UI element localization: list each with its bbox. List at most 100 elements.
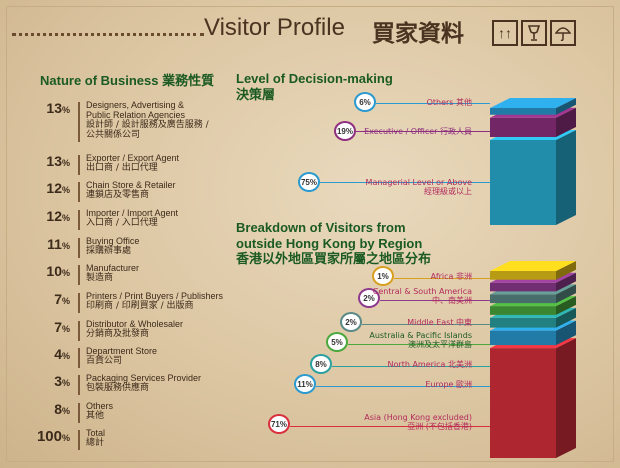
nature-pct-sign: % <box>61 324 70 334</box>
nature-label-line: Department Store <box>86 346 158 356</box>
decision-segment-1-side <box>556 107 576 138</box>
nature-pct-sign: % <box>61 433 70 443</box>
nature-pct-value: 13 <box>46 153 62 169</box>
nature-pct-value: 3 <box>54 373 62 389</box>
nature-divider <box>78 321 80 341</box>
region-category-label: Africa 非洲 <box>430 272 472 281</box>
up-arrows-icon: ↑↑ <box>492 20 518 46</box>
nature-pct: 4% <box>26 346 70 362</box>
nature-label-line: 包裝服務供應商 <box>86 383 150 393</box>
region-category-text: Central & South America <box>372 287 472 296</box>
region-category-text: 中、南美洲 <box>432 296 472 305</box>
nature-pct: 13% <box>26 153 70 169</box>
nature-title-zh: 業務性質 <box>162 74 215 89</box>
nature-label-line: Others <box>86 401 114 411</box>
region-segment-0-side <box>556 261 576 280</box>
decision-segment-2-side <box>556 130 576 225</box>
nature-label-line: 連鎖店及零售商 <box>86 190 150 200</box>
nature-pct-sign: % <box>61 213 70 223</box>
region-segment-2-front <box>490 294 556 304</box>
nature-pct: 8% <box>26 401 70 417</box>
umbrella-icon <box>550 20 576 46</box>
decision-segment-0-front <box>490 108 556 115</box>
region-segment-1-side <box>556 272 576 292</box>
nature-label-line: Exporter / Export Agent <box>86 153 180 163</box>
nature-pct: 10% <box>26 263 70 279</box>
region-value-badge: 8% <box>310 354 332 374</box>
region-category-text: Australia & Pacific Islands <box>369 331 472 340</box>
nature-pct-sign: % <box>61 351 70 361</box>
region-title-zh: 香港以外地區買家所屬之地區分布 <box>236 252 432 267</box>
nature-divider <box>78 430 80 450</box>
nature-pct-value: 12 <box>46 180 62 196</box>
region-segment-0-top <box>490 261 576 271</box>
nature-divider <box>78 293 80 313</box>
region-leader <box>348 344 490 345</box>
region-title-en: Breakdown of Visitors from outside Hong … <box>236 220 423 251</box>
nature-divider <box>78 155 80 175</box>
region-leader <box>394 278 490 279</box>
nature-divider <box>78 238 80 258</box>
decision-category-label: Others 其他 <box>426 98 472 107</box>
nature-pct-value: 4 <box>54 346 62 362</box>
glass-icon <box>521 20 547 46</box>
nature-pct: 11% <box>26 236 70 252</box>
page-title-zh: 買家資料 <box>372 21 464 47</box>
nature-label-line: 公共關係公司 <box>86 130 141 140</box>
nature-label: Designers, Advertising &Public Relation … <box>86 100 286 140</box>
nature-label-line: 製造商 <box>86 273 114 283</box>
region-category-text: 澳洲及太平洋群島 <box>408 340 472 349</box>
decision-title: Level of Decision-making 決策層 <box>236 70 393 104</box>
region-category-label: Asia (Hong Kong excluded)亞洲 (不包括香港) <box>300 413 472 431</box>
nature-label-line: 採購辦事處 <box>86 246 132 256</box>
region-value-badge: 1% <box>372 266 394 286</box>
page-title: Visitor Profile <box>204 14 345 41</box>
nature-divider <box>78 348 80 368</box>
region-segment-6-side <box>556 338 576 458</box>
region-leader <box>362 324 490 325</box>
nature-label-line: Packaging Services Provider <box>86 373 202 383</box>
decision-title-en: Level of Decision-making <box>236 71 393 86</box>
nature-label-line: Manufacturer <box>86 263 140 273</box>
nature-title: Nature of Business 業務性質 <box>40 70 214 89</box>
nature-divider <box>78 210 80 230</box>
decision-leader <box>320 182 490 183</box>
decision-category-text: Managerial Level or Above <box>365 178 472 187</box>
nature-label-line: Total <box>86 428 106 438</box>
nature-label-line: Buying Office <box>86 236 140 246</box>
nature-pct-value: 11 <box>47 236 62 252</box>
nature-pct: 12% <box>26 208 70 224</box>
decision-leader <box>376 103 490 104</box>
decision-leader <box>356 131 490 132</box>
nature-pct: 12% <box>26 180 70 196</box>
nature-label-line: Distributor & Wholesaler <box>86 319 184 329</box>
nature-divider <box>78 403 80 423</box>
nature-pct-sign: % <box>61 268 70 278</box>
nature-pct-sign: % <box>61 158 70 168</box>
decision-segment-0-side <box>556 98 576 115</box>
decision-category-label: Executive / Officer 行政人員 <box>364 127 472 136</box>
region-segment-1-front <box>490 282 556 292</box>
nature-label-line: 百貨公司 <box>86 356 123 366</box>
region-value-badge: 5% <box>326 332 348 352</box>
nature-title-en: Nature of Business <box>40 73 159 88</box>
region-title: Breakdown of Visitors from outside Hong … <box>236 220 436 268</box>
nature-label-line: Printers / Print Buyers / Publishers <box>86 291 224 301</box>
region-leader <box>316 386 490 387</box>
decision-value-badge: 19% <box>334 121 356 141</box>
nature-pct-value: 100 <box>36 428 62 445</box>
nature-pct-sign: % <box>61 241 70 251</box>
region-segment-4-side <box>556 307 576 328</box>
region-category-label: Middle East 中東 <box>407 318 472 327</box>
region-category-text: Asia (Hong Kong excluded) <box>364 413 472 422</box>
